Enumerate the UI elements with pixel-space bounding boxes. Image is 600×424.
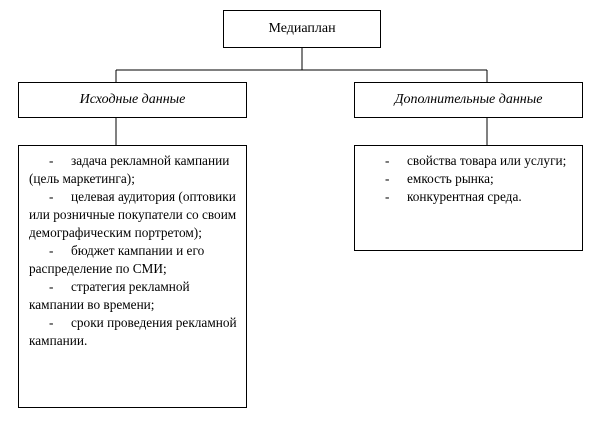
list-item-text: конкурентная среда. <box>407 189 522 204</box>
list-item-text: сроки проведения рекламной кампании. <box>29 315 237 348</box>
list-item: -стратегия рекламной кампании во времени… <box>29 278 240 314</box>
category-additional-data: Дополнительные данные <box>354 82 583 118</box>
list-item-text: целевая аудитория (оптовики или розничны… <box>29 189 237 240</box>
bullet-dash: - <box>385 189 390 204</box>
category-source-data: Исходные данные <box>18 82 247 118</box>
list-item: - свойства товара или услуги; <box>365 152 576 170</box>
list-item: -сроки проведения рекламной кампании. <box>29 314 240 350</box>
list-item: -бюджет кампании и его распределение по … <box>29 242 240 278</box>
bullet-dash: - <box>385 171 390 186</box>
bullet-dash: - <box>49 243 54 258</box>
list-item-text: стратегия рекламной кампании во времени; <box>29 279 190 312</box>
list-item-text: свойства товара или услуги; <box>407 153 567 168</box>
bullet-dash: - <box>49 279 54 294</box>
source-data-list: -задача рекламной кампании (цель маркети… <box>18 145 247 408</box>
list-item-text: емкость рынка; <box>407 171 494 186</box>
bullet-dash: - <box>49 153 54 168</box>
bullet-dash: - <box>49 189 54 204</box>
bullet-dash: - <box>385 153 390 168</box>
bullet-dash: - <box>49 315 54 330</box>
list-item: - конкурентная среда. <box>365 188 576 206</box>
list-item: -задача рекламной кампании (цель маркети… <box>29 152 240 188</box>
additional-data-list: - свойства товара или услуги; - емкость ры… <box>354 145 583 251</box>
root-node: Медиаплан <box>223 10 381 48</box>
list-item-text: задача рекламной кампании (цель маркетин… <box>29 153 230 186</box>
list-item: -целевая аудитория (оптовики или розничн… <box>29 188 240 242</box>
list-item: - емкость рынка; <box>365 170 576 188</box>
list-item-text: бюджет кампании и его распределение по С… <box>29 243 205 276</box>
